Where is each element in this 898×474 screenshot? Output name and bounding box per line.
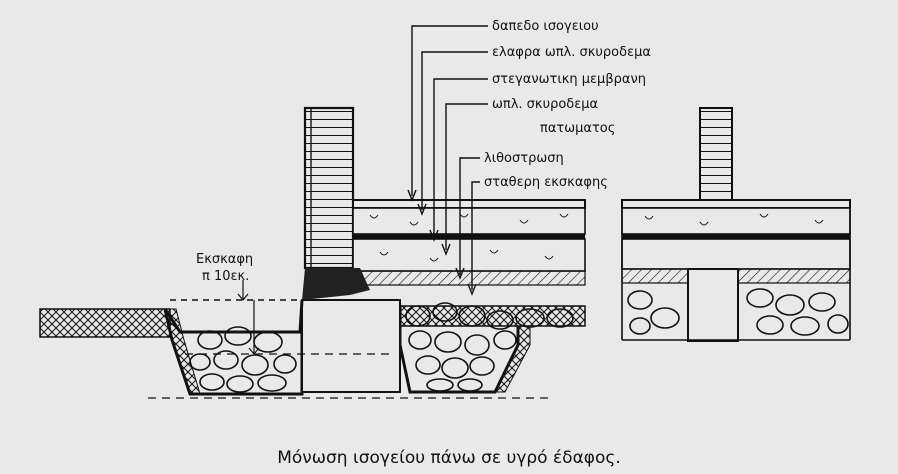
trench-left-hatch <box>164 308 201 395</box>
callout-lightweight-concrete: ελαφρα ωπλ. σκυροδεμα <box>492 45 651 60</box>
foundation-block <box>301 299 401 393</box>
brick-wall-right <box>699 107 733 201</box>
stones-right <box>405 302 574 392</box>
callout-floor: δαπεδο ισογειου <box>492 19 599 34</box>
floor-finish-right <box>621 199 851 209</box>
trench-right-hatch <box>494 325 531 393</box>
excavation-note-line2: π 10εκ. <box>202 269 249 284</box>
lightweight-concrete-right <box>621 207 851 235</box>
excavation-note-line1: Εκσκαφη <box>196 252 253 267</box>
left-section <box>39 106 586 399</box>
ground-surface-left <box>39 308 171 338</box>
stones-far-right <box>627 288 849 336</box>
callout-rc-concrete: ωπλ. σκυροδεμα <box>492 97 598 112</box>
sealant-junction <box>302 268 370 300</box>
rc-slab-left <box>352 238 586 272</box>
floor-finish-left <box>352 199 586 209</box>
brick-wall-left <box>303 106 355 270</box>
callout-membrane: στεγανωτικη μεμβρανη <box>492 72 646 87</box>
figure-caption: Μόνωση ισογείου πάνω σε υγρό έδαφος. <box>277 448 621 468</box>
downstand-beam <box>687 268 739 342</box>
stones-left <box>189 326 297 393</box>
callout-excavation-base: σταθερη εκσκαφης <box>484 175 608 190</box>
leveling-layer-left <box>352 270 586 286</box>
rc-slab-right <box>621 238 851 270</box>
membrane-right <box>622 234 850 239</box>
leader-lines <box>407 25 488 296</box>
right-section <box>621 107 851 342</box>
lightweight-concrete-left <box>352 207 586 235</box>
callout-stone-fill: λιθοστρωση <box>484 151 564 166</box>
membrane-left <box>353 234 585 239</box>
callout-slab: πατωματος <box>540 121 615 136</box>
